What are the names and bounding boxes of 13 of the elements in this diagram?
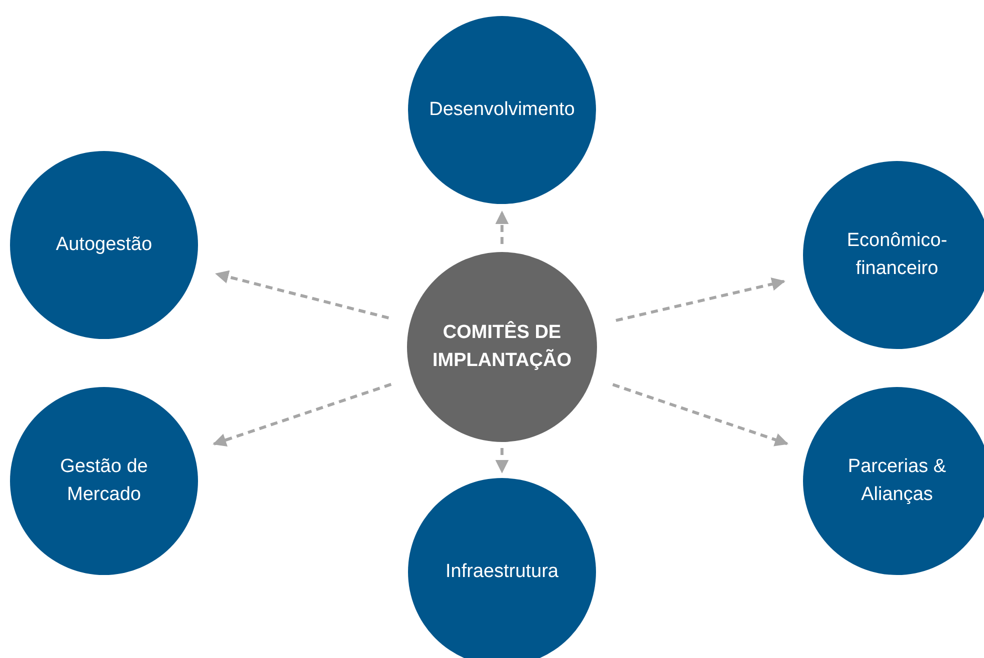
dashed-arrow	[612, 383, 788, 446]
topic-label: Parcerias & Alianças	[846, 454, 948, 507]
hub-label: COMITÊS DE IMPLANTAÇÃO	[432, 320, 572, 373]
dashed-arrow	[495, 448, 509, 474]
topic-label: Econômico-financeiro	[846, 228, 948, 281]
dashed-arrow	[616, 278, 786, 322]
topic-label: Desenvolvimento	[429, 98, 575, 122]
dashed-arrow	[215, 270, 390, 320]
topic-label: Autogestão	[56, 232, 152, 257]
dashed-arrow	[495, 210, 509, 244]
topic-label: Gestão de Mercado	[59, 454, 149, 507]
dashed-arrow	[212, 382, 392, 446]
topic-label: Infraestrutura	[446, 560, 558, 584]
